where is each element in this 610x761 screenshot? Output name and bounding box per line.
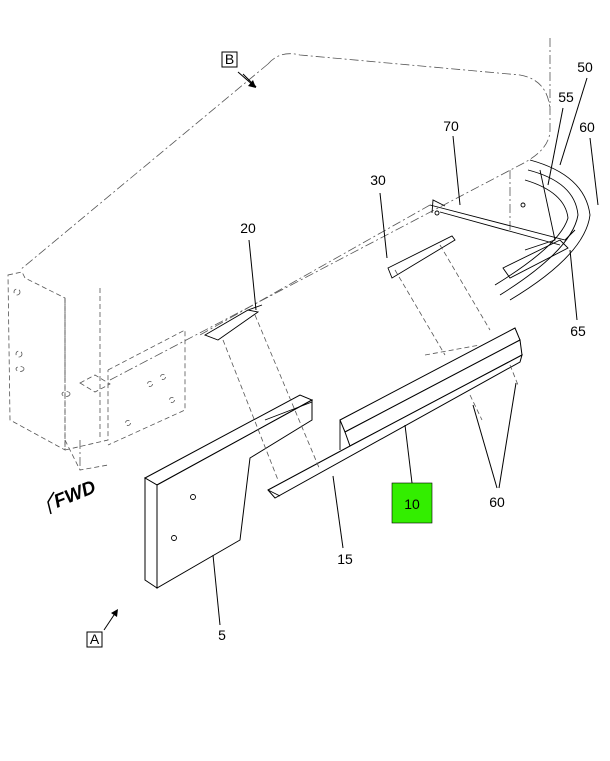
forward-direction-marker: FWD [47,477,99,515]
fwd-label: FWD [51,477,99,513]
callout-60-bottom: 60 [489,494,505,510]
callout-50: 50 [577,59,593,75]
alignment-lines [222,244,519,481]
strip-15 [267,489,281,497]
view-marker-a-label: A [90,631,100,647]
cab-outline [19,38,551,470]
callout-30: 30 [370,172,386,188]
callout-70: 70 [443,118,459,134]
corner-cap [429,159,591,301]
callout-10: 10 [404,496,420,512]
leader-lines [212,73,599,626]
callouts: 5 15 20 30 70 50 55 60 65 60 [218,59,595,643]
callout-15: 15 [337,551,353,567]
clip-20 [203,304,263,341]
callout-20: 20 [240,220,256,236]
callout-60-top: 60 [579,119,595,135]
callout-55: 55 [558,89,574,105]
clip-30 [387,235,456,279]
pillar-bracket [7,271,186,471]
callout-10-highlight[interactable]: 10 [391,482,433,524]
panel-5 [143,394,314,589]
view-marker-a: A [86,631,103,648]
extrusion-10 [267,327,523,499]
view-marker-b-label: B [225,51,234,67]
view-marker-b: B [221,51,238,68]
callout-65: 65 [570,323,586,339]
callout-5: 5 [218,627,226,643]
view-arrows [103,71,256,631]
